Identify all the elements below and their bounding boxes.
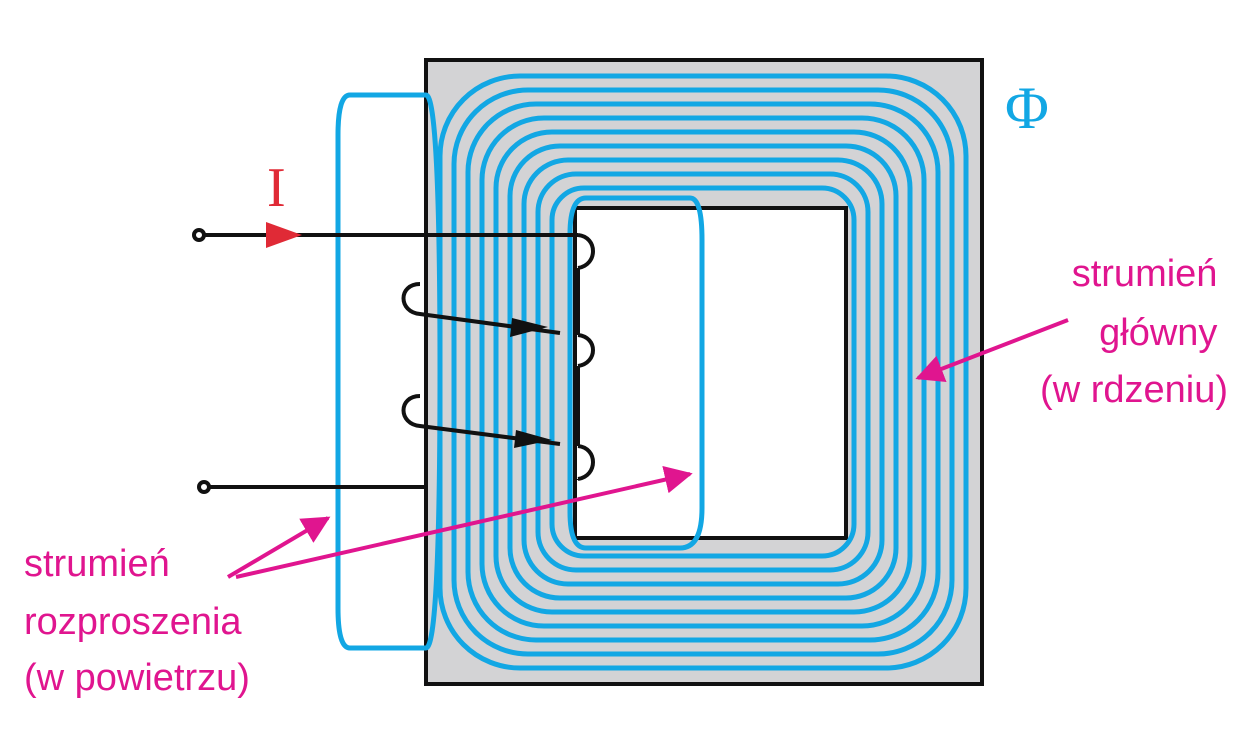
main-flux-label: strumień główny (w rdzeniu): [1040, 253, 1228, 411]
main-flux-pointer: [915, 318, 1069, 382]
winding-arrow-1: [510, 318, 548, 337]
current-arrow: [266, 222, 302, 248]
winding-arrow-2: [514, 430, 552, 448]
leakage-flux-label-line-2: rozproszenia: [24, 601, 242, 643]
flux-symbol: Φ: [1005, 75, 1049, 141]
main-flux-lines: [437, 73, 969, 671]
leakage-flux-loop-inner: [567, 195, 705, 551]
main-flux-label-line-1: strumień: [1072, 253, 1218, 295]
main-flux-label-line-3: (w rdzeniu): [1040, 369, 1228, 411]
leakage-pointer-outer: [226, 516, 331, 579]
magnetic-core: [424, 58, 984, 686]
top-terminal: [192, 228, 206, 242]
current-symbol: I: [267, 157, 286, 219]
bottom-terminal: [197, 480, 211, 494]
leakage-pointer-inner: [235, 465, 693, 579]
leakage-flux-label-line-3: (w powietrzu): [24, 657, 250, 699]
main-flux-label-line-2: główny: [1099, 312, 1217, 354]
leakage-flux-loop-outer: [335, 92, 443, 651]
leakage-flux-label-line-1: strumień: [24, 543, 170, 585]
leakage-flux-label: strumień rozproszenia (w powietrzu): [24, 543, 252, 699]
